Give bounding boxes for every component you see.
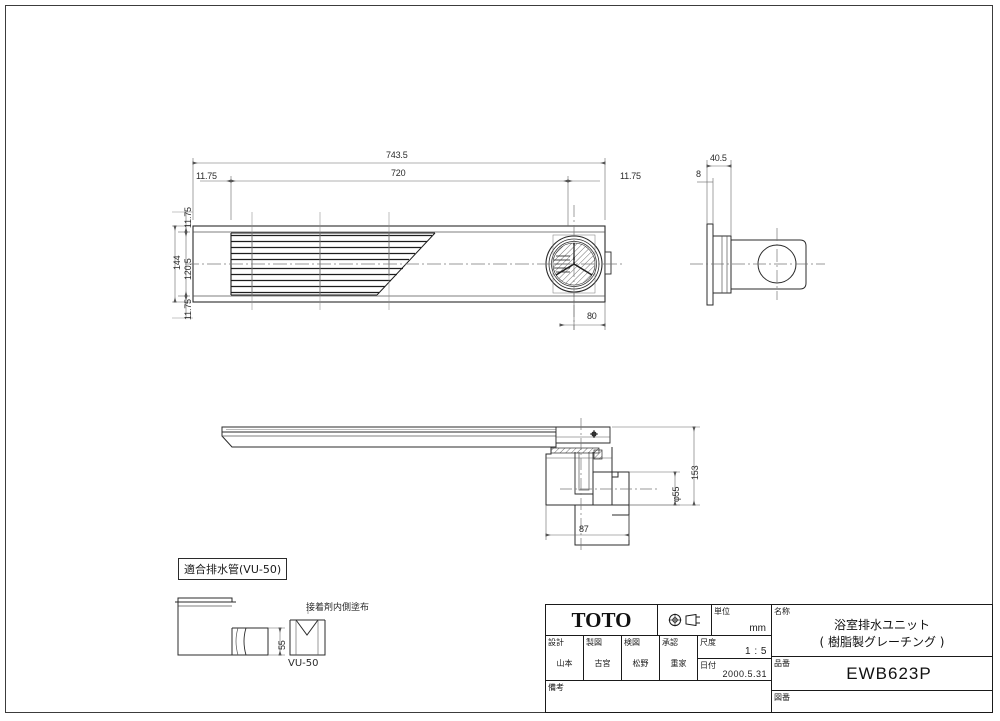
scale-label: 尺度 [700,638,716,647]
dim-outlet-length: 87 [579,524,589,534]
title-block-approval-row: 設計 山本 製図 古宮 検図 松野 承認 重家 尺度 [546,636,771,681]
product-name-line1: 浴室排水ユニット [833,617,930,632]
dim-flange-left: 11.75 [196,171,217,181]
role-label-check: 検図 [624,638,640,647]
person-name-drafting: 古宮 [594,658,611,668]
title-block: TOTO 単位 m [545,604,993,713]
date-label: 日付 [700,660,716,670]
title-block-header-row: TOTO 単位 m [546,605,771,636]
role-label-design: 設計 [548,638,564,647]
model-number-value: EWB623P [846,663,932,683]
dim-overall-width: 144 [172,255,182,270]
dim-flange-bottom: 11.75 [183,299,193,320]
scale-value: 1 : 5 [745,645,767,657]
product-name-value: 浴室排水ユニット ( 樹脂製グレーチング ) [820,611,945,651]
dim-section-height: 153 [690,465,700,480]
remarks-cell: 備考 [546,681,771,712]
title-block-left: TOTO 単位 m [546,605,772,712]
model-number-label: 品番 [774,659,790,668]
scale-date-group: 尺度 1 : 5 日付 2000.5.31 [698,636,771,680]
sheet-border [5,5,993,713]
unit-label: 単位 [714,607,730,616]
person-name-design: 山本 [556,658,573,668]
projection-symbol-cell [658,605,712,635]
vu50-label: VU-50 [288,658,319,669]
remarks-label: 備考 [548,683,564,692]
unit-value: mm [749,623,766,634]
role-label-drafting: 製図 [586,638,602,647]
dim-socket-depth: 55 [277,640,287,650]
dim-flange-thickness: 8 [696,169,701,179]
person-cell-drafting: 製図 古宮 [584,636,622,680]
brand-logo-cell: TOTO [546,605,658,635]
projection-cone-side-icon [685,614,700,626]
person-cell-approval: 承認 重家 [660,636,698,680]
person-cell-design: 設計 山本 [546,636,584,680]
dim-drain-offset: 80 [587,311,597,321]
product-name-label: 名称 [774,607,790,616]
scale-cell: 尺度 1 : 5 [698,636,771,659]
figure-number-label: 図番 [774,693,790,702]
product-name-cell: 名称 浴室排水ユニット ( 樹脂製グレーチング ) [772,605,992,657]
dim-overall-length: 743.5 [386,150,408,160]
dim-grate-length: 720 [391,168,406,178]
title-block-right: 名称 浴室排水ユニット ( 樹脂製グレーチング ) 品番 EWB623P 図番 [772,605,992,712]
product-name-line2: ( 樹脂製グレーチング ) [819,634,945,649]
adhesive-note: 接着剤内側塗布 [306,603,370,613]
role-label-approval: 承認 [662,638,678,647]
person-cell-check: 検図 松野 [622,636,660,680]
pipe-detail-title: 適合排水管(VU-50) [178,558,288,580]
toto-logo: TOTO [571,607,632,632]
figure-number-cell: 図番 [772,691,992,712]
unit-cell: 単位 mm [712,605,771,635]
dim-flange-right: 11.75 [620,171,641,181]
dim-flange-top: 11.75 [183,207,193,228]
projection-cone-front-icon [668,613,682,627]
person-name-approval: 重家 [670,658,687,668]
dim-inner-width: 120.5 [183,258,193,280]
model-number-cell: 品番 EWB623P [772,657,992,691]
dim-outlet-diameter: φ55 [671,486,681,502]
dim-side-depth: 40.5 [710,153,727,163]
person-name-check: 松野 [632,658,649,668]
date-cell: 日付 2000.5.31 [698,659,771,681]
date-value: 2000.5.31 [722,669,767,679]
